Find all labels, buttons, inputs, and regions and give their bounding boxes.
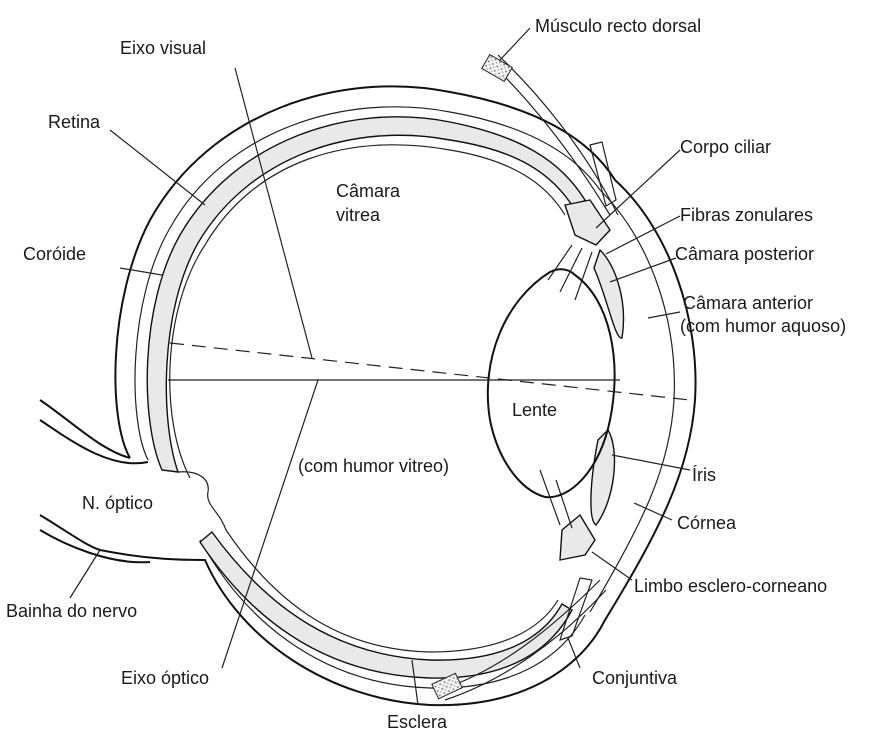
label-cornea: Córnea [677, 513, 736, 534]
iris-upper [594, 250, 623, 338]
leader-musculo [500, 28, 530, 60]
leader-bainha [70, 550, 100, 598]
label-coroide: Coróide [23, 244, 86, 265]
leader-limbo [592, 552, 632, 580]
leader-coroide [120, 268, 162, 275]
optic-disc [178, 472, 226, 530]
muscle-dorsal [488, 55, 618, 215]
visual-axis [170, 343, 690, 400]
leader-camara-anterior [648, 312, 680, 318]
label-camara-vitrea-line2: vitrea [336, 205, 380, 226]
leader-fibras [606, 216, 680, 254]
label-corpo-ciliar: Corpo ciliar [680, 137, 771, 158]
label-limbo-esclero-corneano: Limbo esclero-corneano [634, 576, 827, 597]
retina-inner-lower [226, 530, 558, 652]
label-musculo-recto-dorsal: Músculo recto dorsal [535, 16, 701, 37]
muscle-ventral [440, 580, 606, 700]
label-nervo-optico: N. óptico [82, 493, 153, 514]
leader-corpo-ciliar [596, 150, 680, 228]
muscle-dorsal-end [482, 55, 513, 82]
label-camara-anterior-line2: (com humor aquoso) [680, 316, 846, 337]
leader-cornea [634, 503, 672, 520]
label-eixo-optico: Eixo óptico [121, 668, 209, 689]
label-retina: Retina [48, 112, 100, 133]
label-humor-vitreo: (com humor vitreo) [298, 456, 449, 477]
label-bainha-do-nervo: Bainha do nervo [6, 601, 137, 622]
label-camara-posterior: Câmara posterior [675, 244, 814, 265]
label-eixo-visual: Eixo visual [120, 38, 206, 59]
ciliary-body-upper [565, 200, 610, 245]
optic-nerve-upper [40, 400, 148, 463]
choroid-band-lower [200, 532, 572, 678]
label-iris: Íris [692, 465, 716, 486]
label-conjuntiva: Conjuntiva [592, 668, 677, 689]
label-camara-anterior-line1: Câmara anterior [683, 293, 813, 314]
label-fibras-zonulares: Fibras zonulares [680, 205, 813, 226]
leader-retina [110, 130, 205, 205]
label-lente: Lente [512, 400, 557, 421]
label-camara-vitrea-line1: Câmara [336, 181, 400, 202]
leader-camara-posterior [610, 258, 676, 282]
ciliary-body-lower [560, 515, 595, 560]
leader-iris [612, 455, 690, 470]
label-esclera: Esclera [387, 712, 447, 733]
